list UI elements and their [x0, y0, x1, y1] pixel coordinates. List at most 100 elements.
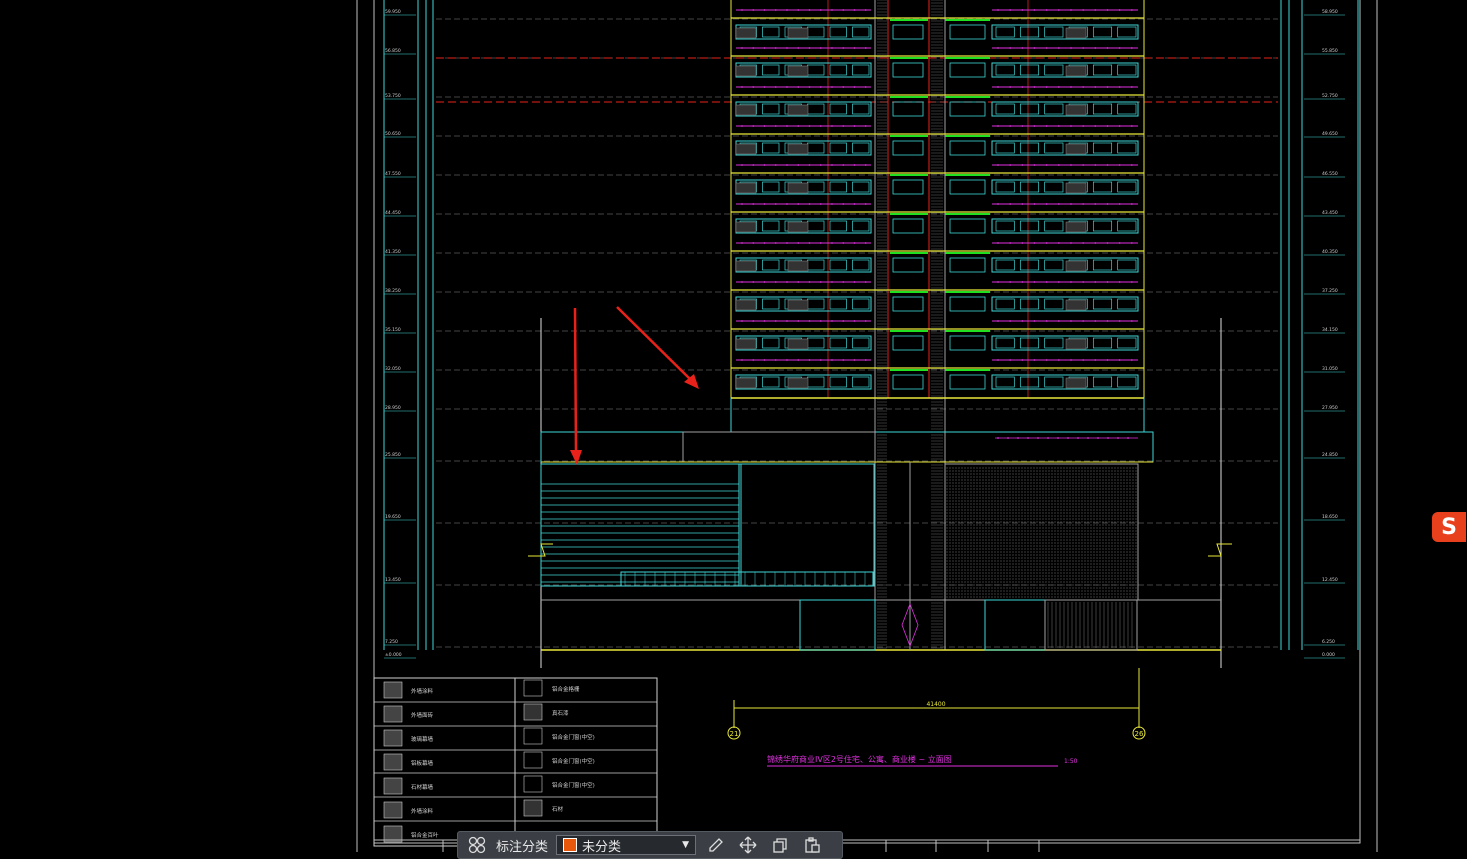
railing-post: [1106, 203, 1109, 205]
core-window: [949, 257, 986, 273]
window: [762, 103, 780, 115]
level-label-left: 50.650: [385, 131, 401, 137]
railing-post: [831, 359, 833, 361]
railing-post: [831, 125, 833, 127]
railing-post: [1009, 203, 1012, 205]
railing-post: [1009, 47, 1012, 49]
railing-post: [1009, 164, 1012, 166]
hatched-panel: [735, 221, 757, 233]
window: [807, 376, 825, 388]
railing-post: [752, 359, 755, 361]
window-band: [991, 24, 1139, 40]
copy-icon[interactable]: [768, 834, 792, 856]
level-label-right: 24.850: [1322, 452, 1338, 458]
railing-post: [1070, 281, 1072, 283]
railing-post: [853, 359, 856, 361]
railing-post: [1118, 320, 1121, 322]
railing-post: [864, 86, 867, 88]
paste-icon[interactable]: [800, 834, 824, 856]
railing-post: [853, 164, 856, 166]
railing-post: [1130, 9, 1133, 11]
window: [1019, 103, 1040, 115]
railing-post: [741, 242, 743, 244]
railing-post: [997, 47, 999, 49]
window: [829, 142, 847, 154]
railing-post: [1057, 320, 1060, 322]
window: [852, 376, 870, 388]
window: [995, 103, 1015, 115]
railing-post: [819, 242, 822, 244]
railing-post: [1106, 125, 1109, 127]
railing-post: [1106, 359, 1109, 361]
hatched-panel: [1065, 182, 1087, 194]
axis-label-right: 26: [1135, 730, 1144, 738]
railing-post: [853, 281, 856, 283]
railing-post: [1033, 164, 1036, 166]
core-window: [892, 140, 924, 156]
railing-post: [1130, 242, 1133, 244]
railing-post: [1033, 9, 1036, 11]
legend-swatch: [383, 753, 403, 771]
legend-label: 铝板幕墙: [411, 759, 434, 767]
railing-post: [997, 9, 999, 11]
window: [829, 298, 847, 310]
railing-post: [741, 125, 743, 127]
core-window: [949, 374, 986, 390]
hatched-panel: [787, 377, 809, 389]
railing-post: [1082, 359, 1085, 361]
railing-post: [1045, 203, 1048, 205]
window: [807, 337, 825, 349]
window: [1044, 337, 1064, 349]
legend-label: 外墙面砖: [411, 711, 434, 719]
core-window: [949, 335, 986, 351]
railing-post: [864, 47, 867, 49]
window: [807, 298, 825, 310]
railing-post: [1033, 125, 1036, 127]
window: [1117, 64, 1137, 76]
railing-post: [774, 320, 777, 322]
category-color-swatch: [563, 838, 578, 852]
category-grid-icon[interactable]: [466, 834, 488, 856]
window-band: [991, 179, 1139, 195]
railing-post: [774, 47, 777, 49]
window: [995, 64, 1015, 76]
railing-post: [1070, 203, 1072, 205]
edit-icon[interactable]: [704, 834, 728, 856]
railing-post: [1045, 164, 1048, 166]
window: [1092, 103, 1113, 115]
window-band: [991, 101, 1139, 117]
railing-post: [808, 9, 811, 11]
railing-post: [1009, 281, 1012, 283]
window: [1117, 103, 1137, 115]
railing-post: [1057, 47, 1060, 49]
category-select[interactable]: 未分类 ▼: [556, 835, 697, 855]
sogou-ime-icon[interactable]: S: [1432, 512, 1466, 542]
railing-post: [1021, 47, 1024, 49]
railing-post: [1118, 125, 1121, 127]
sheet-inner-border: [373, 0, 1361, 844]
break-line-left: [528, 543, 553, 557]
window: [807, 220, 825, 232]
legend-swatch: [523, 679, 543, 697]
railing-post: [797, 47, 800, 49]
core-window: [892, 179, 924, 195]
legend-label: 外墙涂料: [411, 687, 434, 695]
railing-post: [752, 125, 755, 127]
window: [1019, 376, 1040, 388]
hatched-panel: [1065, 377, 1087, 389]
window: [807, 181, 825, 193]
axis-bubble-left: [727, 726, 741, 740]
window: [807, 103, 825, 115]
railing-post: [997, 86, 999, 88]
railing-post: [1057, 281, 1060, 283]
legend-swatch: [523, 799, 543, 817]
legend-swatch: [523, 751, 543, 769]
core-window: [949, 218, 986, 234]
move-icon[interactable]: [736, 834, 760, 856]
railing-post: [786, 164, 788, 166]
railing-post: [1009, 359, 1012, 361]
railing-post: [786, 47, 788, 49]
hatched-panel: [735, 143, 757, 155]
window: [1044, 220, 1064, 232]
